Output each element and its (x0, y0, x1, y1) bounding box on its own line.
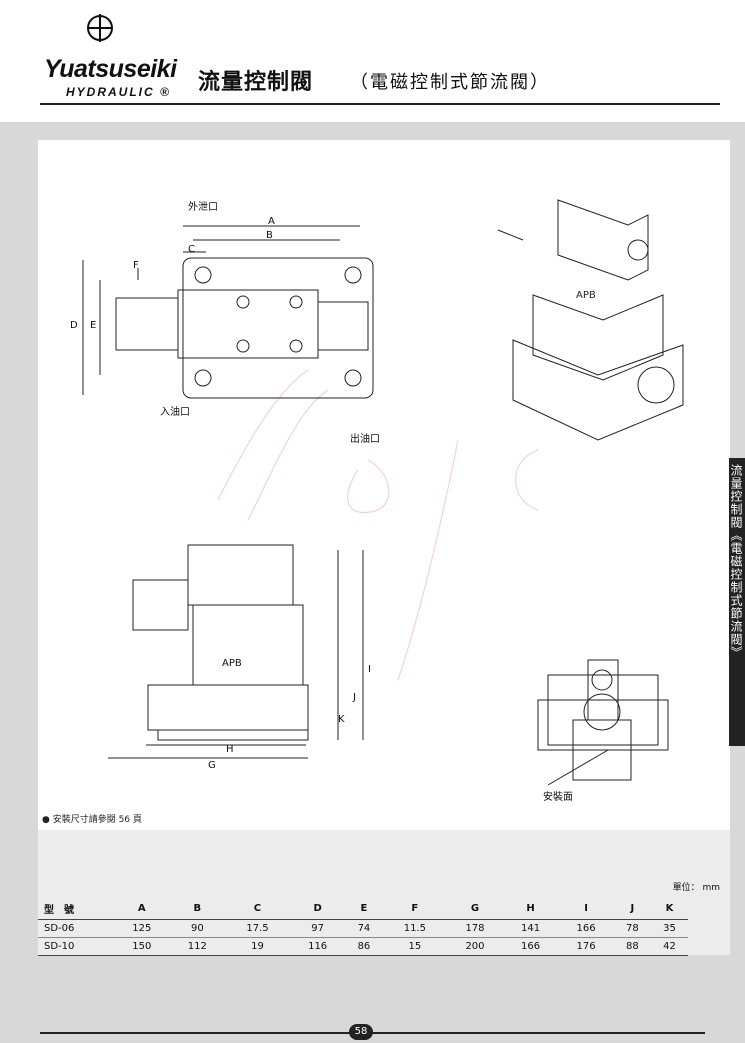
table-cell: 112 (169, 937, 226, 956)
table-cell: 150 (114, 937, 170, 956)
page-title: 流量控制閥 (198, 70, 314, 95)
table-cell: 166 (502, 937, 559, 956)
table-cell: 88 (613, 937, 651, 956)
table-header-cell: H (502, 898, 559, 920)
table-header-cell: G (447, 898, 503, 920)
front-view-drawing (108, 544, 364, 759)
label-mounting-surface: 安裝面 (543, 790, 573, 803)
table-row: SD-06 125 90 17.5 97 74 11.5 178 141 166… (38, 919, 688, 938)
table-cell: 200 (447, 937, 503, 956)
table-cell: 125 (114, 919, 170, 938)
table-header-cell: K (650, 898, 688, 920)
dim-b: B (266, 230, 273, 241)
label-inlet: 入油口 (160, 405, 190, 418)
page-subtitle: （電磁控制式節流閥） (350, 72, 550, 93)
table-header-cell: E (345, 898, 383, 920)
table-cell: 176 (558, 937, 614, 956)
table-cell: 11.5 (382, 919, 448, 938)
table-cell: 116 (289, 937, 346, 956)
dim-g: G (208, 760, 216, 771)
front-view-labels: APB I J K H G (208, 658, 371, 771)
table-header-row: 型 號 A B C D E F G H I J K (38, 898, 688, 920)
table-cell: 74 (345, 919, 383, 938)
brand-logo-icon (87, 14, 113, 42)
top-view-drawing (82, 225, 374, 399)
table-cell: 78 (613, 919, 651, 938)
dim-d: D (70, 320, 78, 331)
table-cell: 19 (225, 937, 290, 956)
brand-subtitle: HYDRAULIC ® (66, 85, 171, 99)
table-cell: 97 (289, 919, 346, 938)
header-rule (40, 103, 720, 105)
table-header-cell: C (225, 898, 290, 920)
mounting-note: ● 安裝尺寸請參閱 56 頁 (42, 815, 142, 825)
label-external-drain: 外泄口 (188, 200, 218, 213)
label-outlet: 出油口 (350, 432, 380, 445)
watermark (217, 369, 539, 681)
table-header-cell: F (382, 898, 448, 920)
table-header-cell: J (613, 898, 651, 920)
drawing-panel: 外泄口 入油口 出油口 A B C D E F APB (38, 140, 730, 830)
table-header-cell: 型 號 (38, 898, 114, 920)
table-cell: SD-06 (38, 919, 114, 938)
page-number: 58 (349, 1024, 373, 1040)
dim-c: C (188, 244, 195, 255)
dim-k: K (338, 714, 345, 725)
table-cell: 166 (558, 919, 614, 938)
table-cell: 90 (169, 919, 226, 938)
dim-a: A (268, 216, 275, 227)
table-header-cell: I (558, 898, 614, 920)
page-header: Yuatsuseiki HYDRAULIC ® 流量控制閥 （電磁控制式節流閥） (0, 0, 745, 122)
dimension-table-area: 單位： mm 型 號 A B C D E F G H I J K SD-06 1… (38, 830, 730, 956)
dim-j: J (352, 692, 356, 703)
table-cell: SD-10 (38, 937, 114, 956)
dimension-table: 型 號 A B C D E F G H I J K SD-06 125 90 1… (38, 898, 688, 956)
table-header-cell: D (289, 898, 346, 920)
technical-drawings: 外泄口 入油口 出油口 A B C D E F APB (70, 199, 684, 803)
dim-h: H (226, 744, 234, 755)
top-view-labels: 外泄口 入油口 出油口 A B C D E F (70, 200, 380, 445)
table-cell: 86 (345, 937, 383, 956)
table-header-cell: A (114, 898, 170, 920)
table-header-cell: B (169, 898, 226, 920)
table-cell: 42 (650, 937, 688, 956)
table-cell: 178 (447, 919, 503, 938)
dim-f: F (133, 260, 139, 271)
iso-brand-plate: APB (576, 290, 596, 301)
table-cell: 17.5 (225, 919, 290, 938)
unit-label: 單位： mm (672, 883, 720, 893)
front-brand-plate: APB (222, 658, 242, 669)
table-cell: 141 (502, 919, 559, 938)
side-view-drawing (537, 659, 669, 786)
table-row: SD-10 150 112 19 116 86 15 200 166 176 8… (38, 937, 688, 956)
table-cell: 15 (382, 937, 448, 956)
table-cell: 35 (650, 919, 688, 938)
dim-e: E (90, 320, 96, 331)
section-side-tab: 流量控制閥《電磁控制式節流閥》 (729, 458, 745, 746)
iso-view-drawing (497, 199, 684, 441)
brand-name: Yuatsuseiki (44, 55, 177, 83)
dim-i: I (368, 664, 371, 675)
